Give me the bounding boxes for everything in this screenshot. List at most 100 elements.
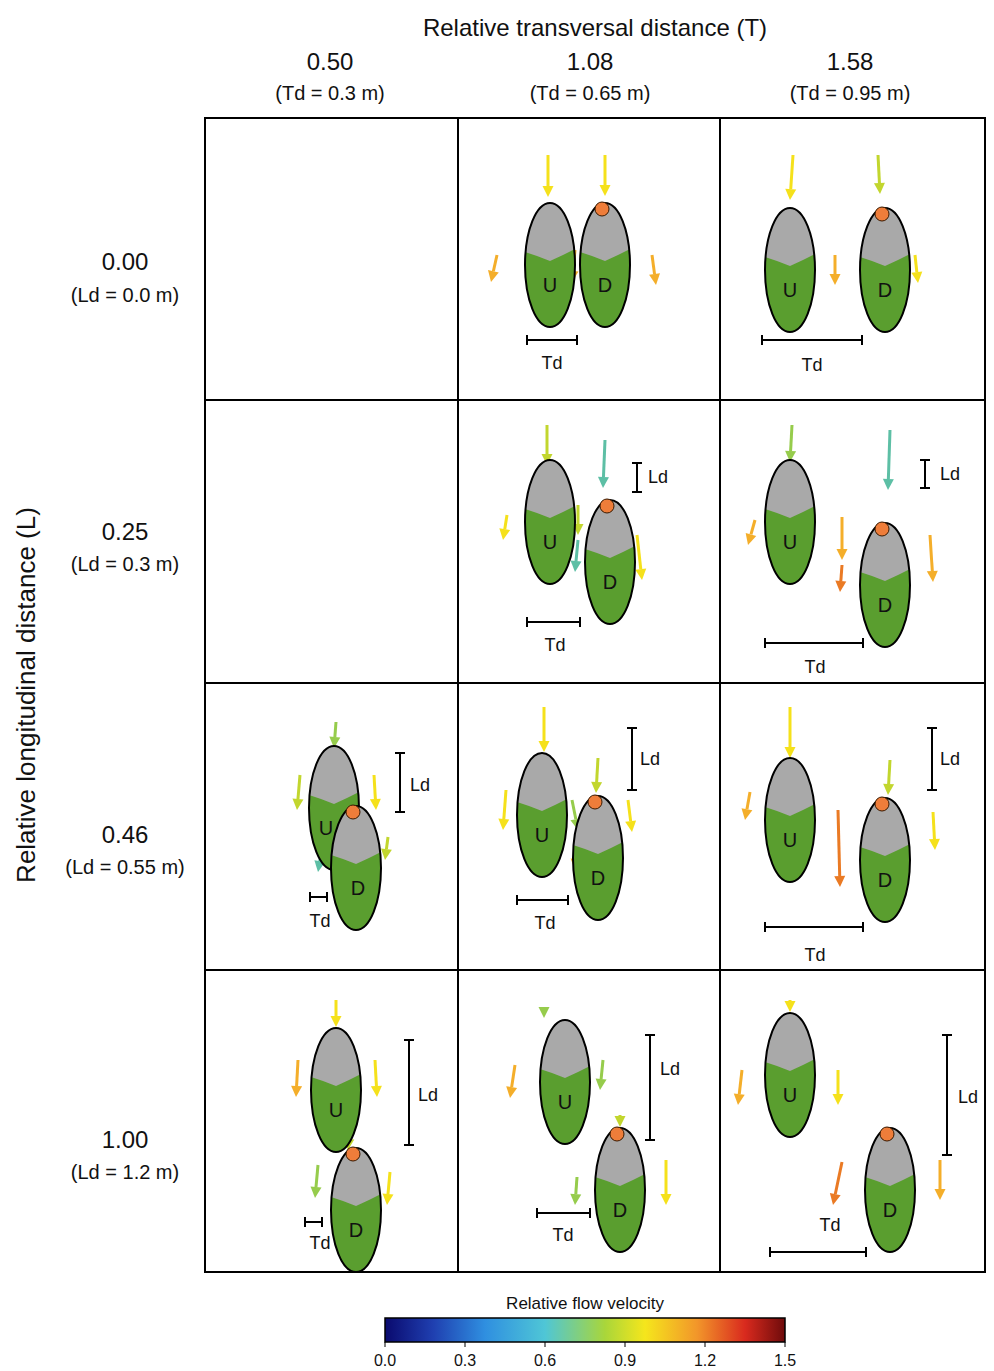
colorbar-tick: 0.6 — [534, 1352, 556, 1370]
table-grid — [205, 118, 985, 1272]
crown-outline — [765, 460, 815, 584]
crown-letter: U — [765, 532, 815, 552]
dimension-bracket — [770, 1247, 866, 1257]
tree-crown: D — [580, 203, 630, 327]
crown-fill — [765, 460, 815, 584]
measurement-dot — [346, 805, 360, 819]
dimension-label: Td — [541, 354, 562, 374]
crown-letter: D — [331, 1220, 381, 1240]
crown-grey-top — [765, 460, 815, 518]
dimension-bracket — [310, 892, 327, 902]
arrow-head — [371, 1086, 382, 1097]
flow-arrow — [746, 520, 757, 545]
arrow-shaft — [841, 565, 842, 581]
crown-outline — [580, 203, 630, 327]
flow-arrow — [883, 430, 894, 490]
dimension-label: Ld — [640, 750, 660, 770]
axis-title: Relative longitudinal distance (L) — [12, 507, 41, 883]
arrow-shaft — [637, 535, 641, 569]
axis-value: 1.00 — [102, 1127, 149, 1153]
crown-fill — [525, 203, 575, 327]
tree-crown: D — [331, 806, 381, 930]
axis-value: (Ld = 0.3 m) — [71, 553, 179, 575]
crown-fill — [585, 500, 635, 624]
arrow-head — [734, 1093, 745, 1105]
dimension-label: Ld — [940, 750, 960, 770]
crown-grey-top — [309, 746, 359, 804]
colorbar-title: Relative flow velocity — [506, 1295, 664, 1314]
tree-crown: D — [865, 1128, 915, 1252]
arrow-shaft — [576, 540, 578, 561]
dimension-bracket — [765, 922, 863, 932]
dimension-bracket — [627, 728, 637, 790]
arrow-shaft — [930, 535, 932, 571]
arrow-head — [600, 185, 611, 196]
crown-shape — [765, 460, 815, 584]
crown-grey-top — [580, 203, 630, 261]
crown-outline — [517, 753, 567, 877]
flow-arrow — [506, 1065, 517, 1098]
crown-fill — [765, 758, 815, 882]
crown-letter: U — [525, 275, 575, 295]
arrow-head — [591, 782, 602, 793]
arrow-head — [499, 528, 510, 540]
dimension-bracket — [537, 1208, 590, 1218]
axis-value: 0.00 — [102, 249, 149, 275]
flow-arrow — [598, 440, 609, 488]
arrow-head — [615, 1116, 626, 1127]
arrow-shaft — [837, 1070, 840, 1094]
flow-arrow — [600, 155, 611, 196]
arrow-head — [661, 1194, 672, 1205]
arrow-head — [625, 820, 636, 832]
crown-fill — [517, 753, 567, 877]
flow-arrow — [649, 255, 660, 285]
tree-crown: D — [860, 523, 910, 647]
dimension-label: Td — [804, 946, 825, 966]
colorbar — [385, 1318, 785, 1342]
flow-arrow — [292, 775, 303, 810]
dimension-bracket — [920, 460, 930, 488]
arrow-shaft — [505, 515, 507, 529]
measurement-dot — [875, 797, 889, 811]
dimension-label: Ld — [410, 776, 430, 796]
flow-arrow — [542, 425, 553, 465]
arrow-shaft — [619, 1115, 622, 1116]
dimension-label: Td — [309, 1234, 330, 1254]
crown-shape — [765, 758, 815, 882]
dimension-label: Ld — [660, 1060, 680, 1080]
arrow-head — [834, 876, 845, 887]
flow-arrow — [498, 790, 509, 830]
dimension-bracket — [527, 617, 580, 627]
axis-value: (Td = 0.3 m) — [275, 82, 384, 104]
crown-outline — [331, 806, 381, 930]
crown-grey-top — [573, 796, 623, 854]
flow-arrow — [499, 515, 510, 540]
flow-arrow — [935, 1160, 946, 1200]
dimension-bracket — [942, 1035, 952, 1155]
axis-value: (Ld = 0.55 m) — [65, 856, 185, 878]
crown-grey-top — [540, 1020, 590, 1078]
arrow-head — [381, 848, 392, 860]
dimension-label: Td — [544, 636, 565, 656]
dimension-label: Td — [534, 914, 555, 934]
crown-outline — [573, 796, 623, 920]
crown-fill — [860, 208, 910, 332]
flow-arrow — [383, 1172, 394, 1205]
flow-arrow — [785, 1000, 796, 1012]
flow-arrow — [311, 1165, 322, 1198]
dimension-bracket — [765, 638, 863, 648]
dimension-label: Ld — [958, 1088, 978, 1108]
arrow-shaft — [933, 812, 934, 839]
arrow-shaft — [791, 425, 792, 451]
crown-outline — [860, 798, 910, 922]
arrow-shaft — [789, 1000, 792, 1001]
axis-value: (Td = 0.95 m) — [790, 82, 911, 104]
tree-crown: D — [860, 208, 910, 332]
arrow-shaft — [572, 800, 576, 819]
arrow-head — [291, 1086, 302, 1097]
crown-letter: U — [765, 830, 815, 850]
arrow-shaft — [597, 758, 598, 782]
flow-arrow — [785, 707, 796, 758]
flow-arrow — [742, 792, 753, 820]
arrow-shaft — [577, 505, 580, 524]
